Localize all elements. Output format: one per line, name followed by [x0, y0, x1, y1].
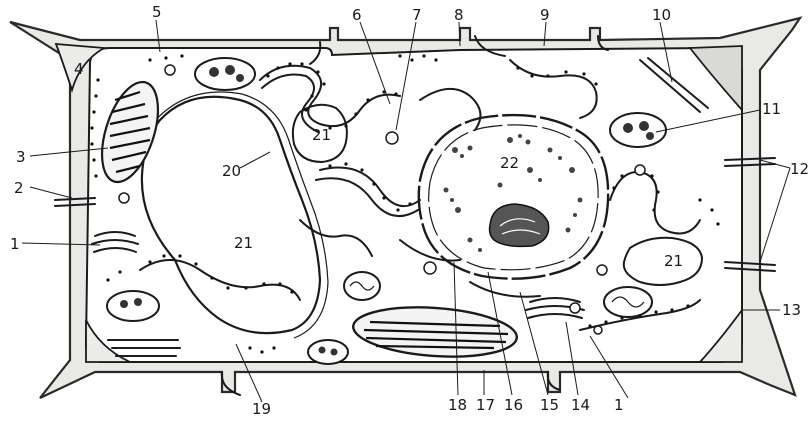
label-21-right: 21 — [664, 252, 683, 270]
label-8: 8 — [454, 6, 464, 24]
label-5: 5 — [152, 3, 162, 21]
nucleus — [419, 115, 608, 279]
label-15: 15 — [540, 396, 559, 414]
mitochondrion-bottom-left — [107, 291, 159, 321]
mitochondrion-mid — [344, 272, 380, 300]
label-10: 10 — [652, 6, 671, 24]
label-4: 4 — [74, 60, 84, 78]
small-vacuole-right — [624, 238, 702, 285]
label-18: 18 — [448, 396, 467, 414]
label-14: 14 — [571, 396, 590, 414]
mitochondrion-bottom-mid — [308, 340, 348, 364]
label-21-central: 21 — [234, 234, 253, 252]
label-1-bottom: 1 — [614, 396, 624, 414]
label-9: 9 — [540, 6, 550, 24]
label-11: 11 — [762, 100, 781, 118]
label-17: 17 — [476, 396, 495, 414]
label-2: 2 — [14, 179, 24, 197]
label-16: 16 — [504, 396, 523, 414]
label-21-top: 21 — [312, 126, 331, 144]
label-22: 22 — [500, 154, 519, 172]
mitochondrion-right — [604, 287, 652, 317]
label-1-left: 1 — [10, 235, 20, 253]
label-19: 19 — [252, 400, 271, 418]
label-13: 13 — [782, 301, 801, 319]
label-7: 7 — [412, 6, 422, 24]
label-6: 6 — [352, 6, 362, 24]
label-12: 12 — [790, 160, 809, 178]
label-20: 20 — [222, 162, 241, 180]
label-3: 3 — [16, 148, 26, 166]
mitochondrion-top — [195, 58, 255, 90]
mitochondrion-11 — [610, 113, 666, 147]
